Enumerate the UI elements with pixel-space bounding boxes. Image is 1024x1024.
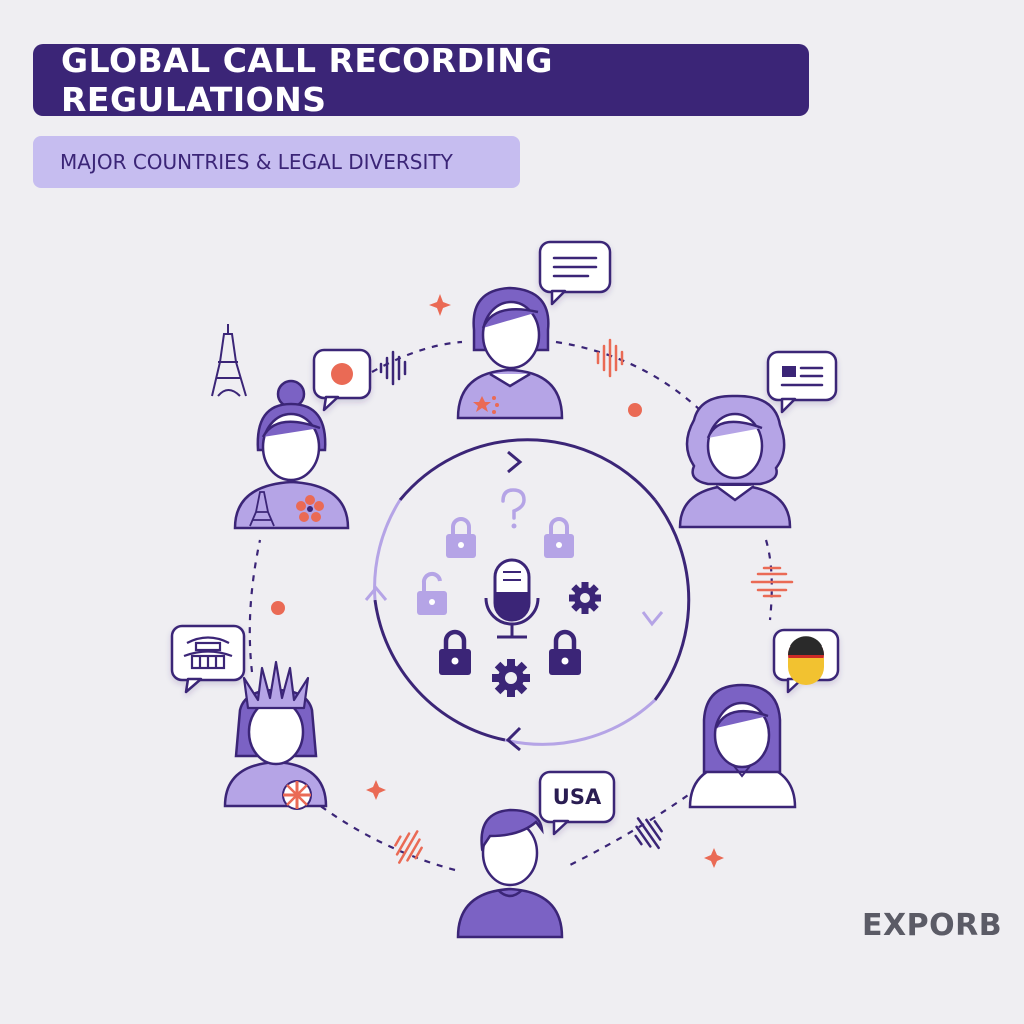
path-usa-to-liberty [314, 801, 456, 872]
page-title: GLOBAL CALL RECORDING REGULATIONS [61, 41, 554, 119]
pagoda-icon [183, 636, 233, 670]
connection-paths [248, 340, 773, 872]
person-right-germany [688, 683, 797, 809]
cherry-blossom-icon [296, 495, 324, 522]
german-flag-icon [788, 636, 824, 685]
central-cycle [364, 438, 691, 752]
subtitle-banner: MAJOR COUNTRIES & LEGAL DIVERSITY [33, 136, 520, 188]
path-france-to-china [371, 340, 463, 373]
sparkle-icon [271, 294, 724, 868]
path-germany-to-usa [569, 787, 699, 866]
person-bottom-usa [456, 808, 564, 939]
lock-icon [439, 629, 471, 675]
sound-wave-icon [379, 338, 794, 864]
id-card-bubble [766, 350, 838, 414]
microphone-icon [484, 558, 540, 639]
union-jack-icon [282, 780, 312, 810]
person-top-china [456, 286, 564, 420]
path-china-to-curly [555, 340, 701, 411]
title-banner: GLOBAL CALL RECORDING REGULATIONS [33, 41, 809, 119]
gear-icon [492, 659, 530, 697]
japan-flag-icon [331, 363, 353, 385]
path-liberty-to-france [248, 539, 262, 673]
id-card-icon [780, 366, 824, 387]
eiffel-tower-icon [249, 491, 275, 527]
chat-lines-icon [552, 256, 598, 278]
chat-bubble-top [538, 240, 612, 306]
question-mark-icon [501, 488, 526, 529]
lock-icon [446, 517, 476, 558]
person-left-liberty [223, 660, 328, 810]
eiffel-tower-icon [211, 324, 247, 397]
usa-bubble [538, 770, 616, 836]
lock-icon [544, 517, 574, 558]
gear-icon [569, 582, 601, 614]
pagoda-bubble [170, 624, 246, 694]
person-right-curly [678, 394, 792, 529]
page-subtitle: MAJOR COUNTRIES & LEGAL DIVERSITY [60, 150, 453, 174]
china-flag-icon [473, 396, 499, 414]
speech-bubbles: USA [170, 240, 840, 836]
person-left-france [233, 379, 350, 530]
lock-icon [549, 629, 581, 675]
path-curly-to-germany [764, 539, 773, 621]
unlocked-lock-icon [417, 571, 447, 615]
usa-bubble-label: USA [553, 785, 602, 809]
brand-logo: EXPORB [862, 908, 1003, 943]
